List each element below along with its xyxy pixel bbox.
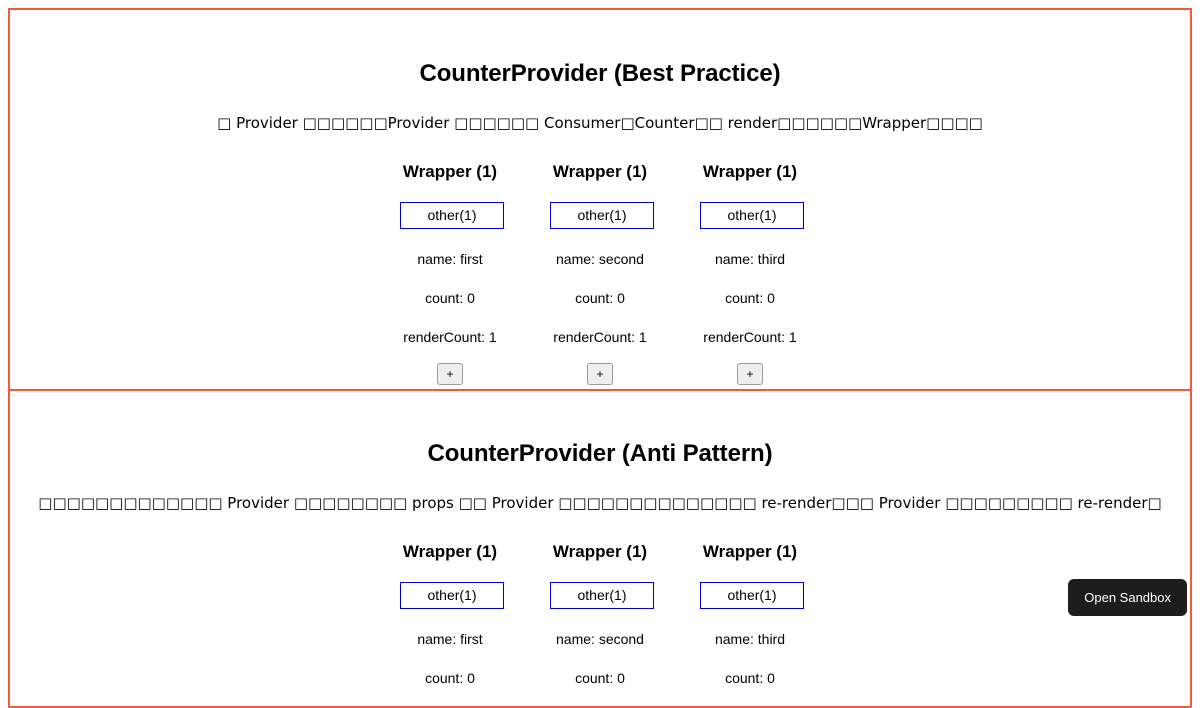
page-title-anti-pattern: CounterProvider (Anti Pattern) bbox=[10, 391, 1190, 469]
counter-list-best-practice: Wrapper (1) other(1) name: first count: … bbox=[10, 132, 1190, 386]
increment-button-wrap: + bbox=[700, 345, 800, 385]
counter-count-value: count: 0 bbox=[400, 648, 500, 687]
section-anti-pattern: CounterProvider (Anti Pattern) □□□□□□□□□… bbox=[10, 391, 1190, 708]
increment-button-wrap: + bbox=[400, 345, 500, 385]
counter-count-value: count: 0 bbox=[700, 268, 800, 307]
other-render-box: other(1) bbox=[550, 202, 654, 229]
section-description-best-practice: □ Provider □□□□□□Provider □□□□□□ Consume… bbox=[10, 89, 1190, 132]
increment-button[interactable]: + bbox=[587, 363, 612, 385]
counter-count-value: count: 0 bbox=[550, 648, 650, 687]
page-title-best-practice: CounterProvider (Best Practice) bbox=[10, 10, 1190, 89]
other-render-box: other(1) bbox=[400, 202, 504, 229]
counter-column-second: Wrapper (1) other(1) name: second count:… bbox=[550, 542, 650, 708]
counter-column-third: Wrapper (1) other(1) name: third count: … bbox=[700, 542, 800, 708]
wrapper-title: Wrapper (1) bbox=[700, 162, 800, 182]
counter-render-count-value: renderCount: 1 bbox=[400, 687, 500, 708]
counter-render-count-value: renderCount: 1 bbox=[550, 307, 650, 346]
other-render-box: other(1) bbox=[700, 202, 804, 229]
other-render-box: other(1) bbox=[700, 582, 804, 609]
wrapper-title: Wrapper (1) bbox=[400, 162, 500, 182]
counter-column-second: Wrapper (1) other(1) name: second count:… bbox=[550, 162, 650, 386]
increment-button[interactable]: + bbox=[737, 363, 762, 385]
counter-name-value: name: third bbox=[700, 609, 800, 648]
sandbox-preview-frame: CounterProvider (Best Practice) □ Provid… bbox=[8, 8, 1192, 708]
section-best-practice: CounterProvider (Best Practice) □ Provid… bbox=[10, 10, 1190, 391]
open-sandbox-button[interactable]: Open Sandbox bbox=[1068, 579, 1187, 616]
counter-name-value: name: first bbox=[400, 229, 500, 268]
counter-column-first: Wrapper (1) other(1) name: first count: … bbox=[400, 162, 500, 386]
wrapper-title: Wrapper (1) bbox=[700, 542, 800, 562]
counter-render-count-value: renderCount: 1 bbox=[700, 307, 800, 346]
counter-count-value: count: 0 bbox=[400, 268, 500, 307]
counter-name-value: name: third bbox=[700, 229, 800, 268]
other-render-box: other(1) bbox=[550, 582, 654, 609]
counter-count-value: count: 0 bbox=[700, 648, 800, 687]
section-description-anti-pattern: □□□□□□□□□□□□□ Provider □□□□□□□□ props □□… bbox=[10, 469, 1190, 512]
counter-name-value: name: second bbox=[550, 229, 650, 268]
wrapper-title: Wrapper (1) bbox=[550, 542, 650, 562]
counter-render-count-value: renderCount: 1 bbox=[700, 687, 800, 708]
counter-render-count-value: renderCount: 1 bbox=[400, 307, 500, 346]
counter-name-value: name: second bbox=[550, 609, 650, 648]
counter-name-value: name: first bbox=[400, 609, 500, 648]
wrapper-title: Wrapper (1) bbox=[550, 162, 650, 182]
increment-button-wrap: + bbox=[550, 345, 650, 385]
counter-count-value: count: 0 bbox=[550, 268, 650, 307]
increment-button[interactable]: + bbox=[437, 363, 462, 385]
wrapper-title: Wrapper (1) bbox=[400, 542, 500, 562]
counter-list-anti-pattern: Wrapper (1) other(1) name: first count: … bbox=[10, 512, 1190, 708]
counter-column-third: Wrapper (1) other(1) name: third count: … bbox=[700, 162, 800, 386]
other-render-box: other(1) bbox=[400, 582, 504, 609]
counter-render-count-value: renderCount: 1 bbox=[550, 687, 650, 708]
counter-column-first: Wrapper (1) other(1) name: first count: … bbox=[400, 542, 500, 708]
